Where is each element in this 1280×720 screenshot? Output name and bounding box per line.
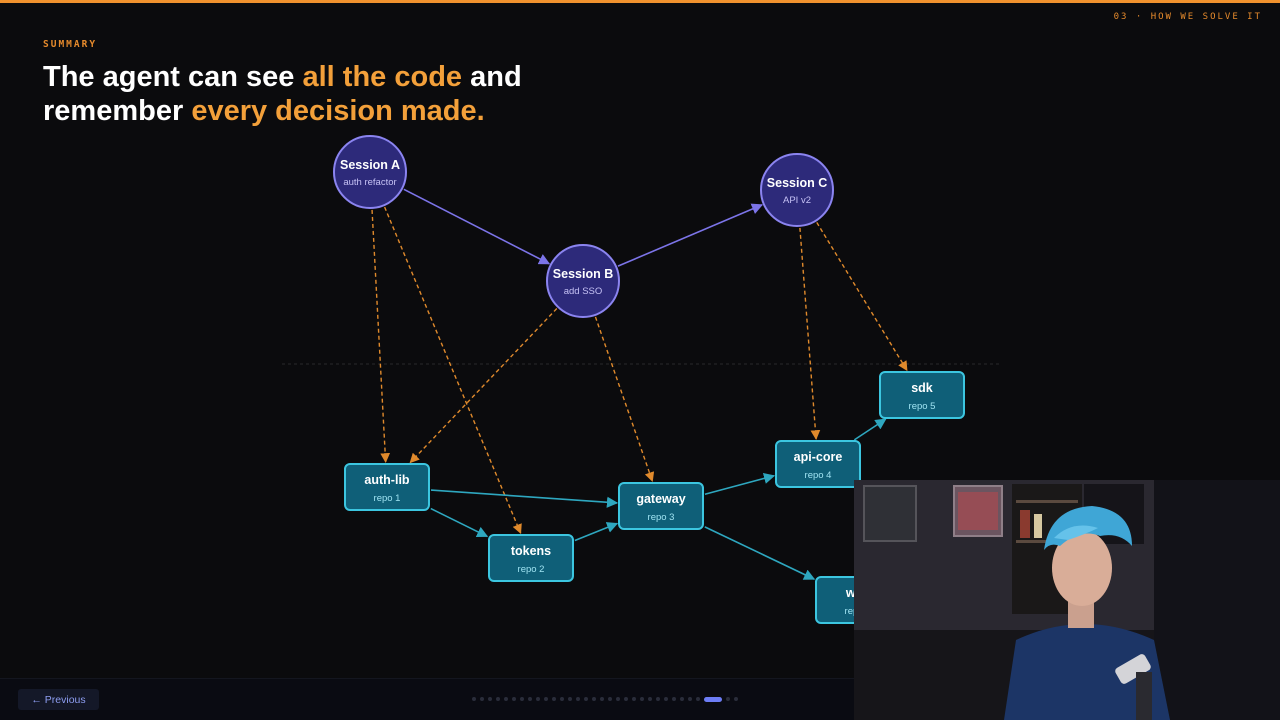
headline-part-1: The agent can see: [43, 61, 303, 93]
slide-dot-32[interactable]: [734, 697, 738, 701]
repo-title: auth-lib: [364, 473, 409, 487]
slide-dot-22[interactable]: [640, 697, 644, 701]
repo-node-r4: api-core repo 4: [775, 440, 861, 488]
session-subtitle: auth refactor: [343, 177, 396, 188]
repo-title: tokens: [511, 544, 551, 558]
repo-node-r3: gateway repo 3: [618, 482, 704, 530]
slide-dot-26[interactable]: [672, 697, 676, 701]
slide-dot-6[interactable]: [512, 697, 516, 701]
repo-title: sdk: [911, 381, 933, 395]
repo-node-r2: tokens repo 2: [488, 534, 574, 582]
slide-dot-11[interactable]: [552, 697, 556, 701]
slide-dot-3[interactable]: [488, 697, 492, 701]
webcam-image: [854, 480, 1280, 720]
previous-button-label: ← Previous: [31, 693, 86, 706]
slide-dot-7[interactable]: [520, 697, 524, 701]
repo-subtitle: repo 2: [518, 564, 545, 575]
repo-title: api-core: [794, 450, 843, 464]
slide-dot-4[interactable]: [496, 697, 500, 701]
session-title: Session C: [767, 176, 827, 190]
session-circle: [760, 153, 834, 227]
memory-link-A-r1: [371, 209, 391, 463]
repo-link-r1-r2: [430, 507, 489, 538]
repo-node-r5: sdk repo 5: [879, 371, 965, 419]
slide-dot-23[interactable]: [648, 697, 652, 701]
repo-link-r2-r3: [574, 522, 619, 542]
slide-dot-2[interactable]: [480, 697, 484, 701]
session-link-A-B: [403, 188, 551, 265]
memory-link-B-r1: [409, 308, 558, 464]
slide-dot-31[interactable]: [726, 697, 730, 701]
repo-subtitle: repo 3: [648, 512, 675, 523]
slide-dot-30[interactable]: [704, 696, 722, 702]
slide-dot-19[interactable]: [616, 697, 620, 701]
repo-subtitle: repo 5: [909, 401, 936, 412]
session-link-B-C: [617, 203, 764, 267]
slide-dot-8[interactable]: [528, 697, 532, 701]
session-subtitle: API v2: [783, 195, 811, 206]
slide-dot-15[interactable]: [584, 697, 588, 701]
slide-dot-1[interactable]: [472, 697, 476, 701]
repo-title: gateway: [636, 492, 685, 506]
slide-dot-17[interactable]: [600, 697, 604, 701]
repo-subtitle: repo 1: [374, 493, 401, 504]
session-title: Session B: [553, 267, 613, 281]
repo-box: [344, 463, 430, 511]
headline-highlight-1: all the code: [302, 61, 463, 93]
slide-dot-25[interactable]: [664, 697, 668, 701]
slide-dot-18[interactable]: [608, 697, 612, 701]
repo-box: [775, 440, 861, 488]
memory-link-B-r3: [594, 316, 655, 483]
previous-button[interactable]: ← Previous: [18, 689, 99, 710]
repo-box: [879, 371, 965, 419]
repo-box: [488, 534, 574, 582]
repo-box: [618, 482, 704, 530]
headline-highlight-2: every decision made.: [191, 95, 485, 127]
repo-link-r4-r5: [853, 418, 887, 441]
slide-dot-20[interactable]: [624, 697, 628, 701]
slide-dot-16[interactable]: [592, 697, 596, 701]
slide-dot-5[interactable]: [504, 697, 508, 701]
memory-link-C-r5: [816, 222, 908, 372]
memory-link-C-r4: [799, 227, 821, 440]
slide-dot-9[interactable]: [536, 697, 540, 701]
slide-pagination: [472, 695, 738, 703]
slide-headline: The agent can see all the code and remem…: [43, 60, 663, 128]
session-title: Session A: [340, 158, 400, 172]
slide-dot-29[interactable]: [696, 697, 700, 701]
session-node-b: Session B add SSO: [546, 244, 620, 318]
slide-dot-12[interactable]: [560, 697, 564, 701]
progress-top-rule: [0, 0, 1280, 3]
session-circle: [546, 244, 620, 318]
session-circle: [333, 135, 407, 209]
slide-dot-21[interactable]: [632, 697, 636, 701]
slide-dot-10[interactable]: [544, 697, 548, 701]
memory-link-A-r2: [383, 206, 522, 535]
repo-link-r3-r4: [704, 472, 776, 496]
slide-dot-28[interactable]: [688, 697, 692, 701]
eyebrow-label: SUMMARY: [43, 39, 98, 50]
repo-link-r3-r6: [704, 526, 816, 580]
presenter-webcam: [854, 480, 1280, 720]
slide-dot-27[interactable]: [680, 697, 684, 701]
section-tag: 03 · HOW WE SOLVE IT: [1113, 12, 1262, 22]
slide-dot-14[interactable]: [576, 697, 580, 701]
slide-dot-13[interactable]: [568, 697, 572, 701]
repo-node-r1: auth-lib repo 1: [344, 463, 430, 511]
headline-part-2: and remember: [43, 61, 522, 127]
repo-subtitle: repo 4: [805, 470, 832, 481]
repo-link-r1-r3: [430, 489, 619, 508]
session-node-c: Session C API v2: [760, 153, 834, 227]
slide-dot-24[interactable]: [656, 697, 660, 701]
session-subtitle: add SSO: [564, 286, 603, 297]
session-node-a: Session A auth refactor: [333, 135, 407, 209]
